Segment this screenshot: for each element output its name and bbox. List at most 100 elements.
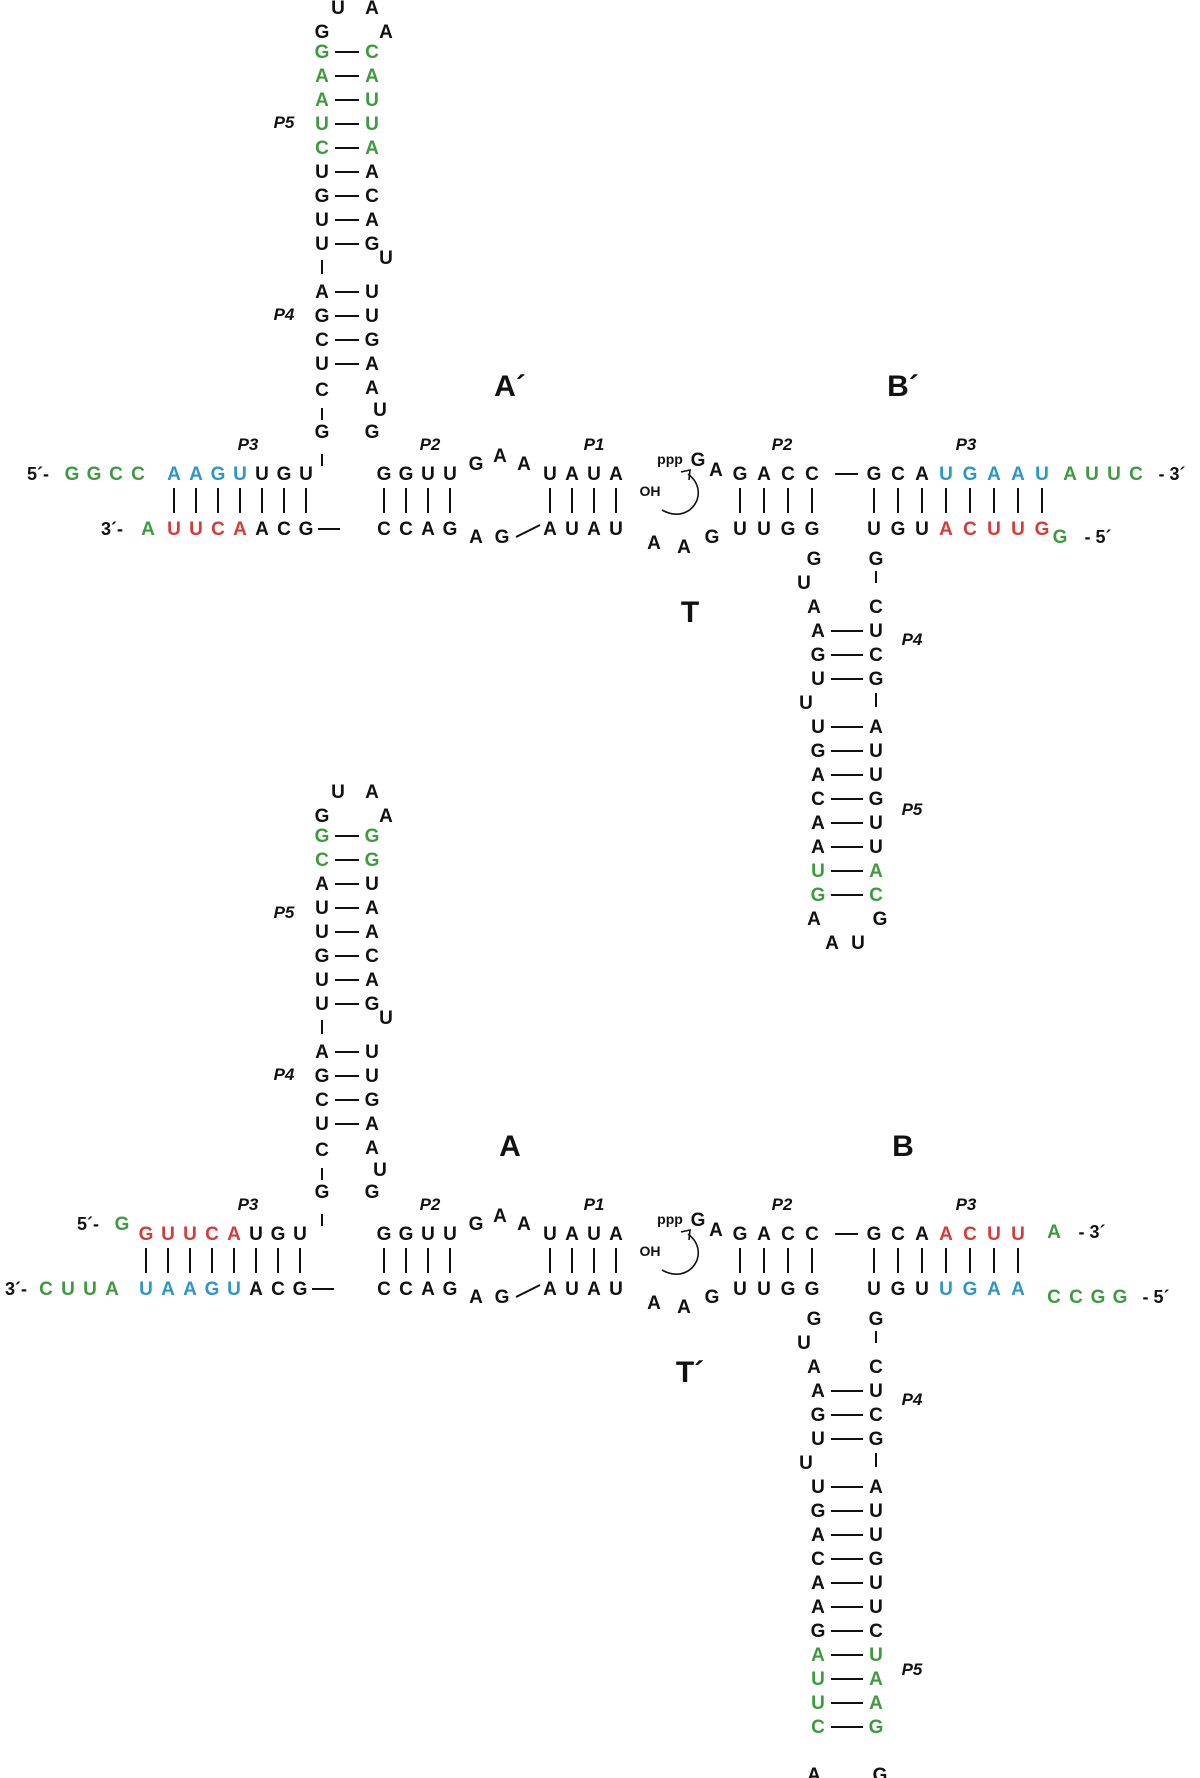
- nucleotide: U: [609, 519, 623, 540]
- nucleotide: G: [365, 330, 380, 351]
- attack-arrow: [661, 473, 699, 515]
- nucleotide: U: [797, 573, 811, 594]
- motif-label-p3: P3: [238, 435, 259, 454]
- motif-label-p2: P2: [420, 1195, 441, 1214]
- nucleotide: A: [365, 66, 379, 87]
- nucleotide: A: [315, 90, 329, 111]
- nucleotide: A: [565, 464, 579, 485]
- nucleotide: G: [365, 850, 380, 871]
- hydroxyl-label: OH: [640, 1243, 661, 1259]
- nucleotide: A: [543, 1279, 557, 1300]
- nucleotide: U: [811, 1429, 825, 1450]
- nucleotide: A: [609, 464, 623, 485]
- nucleotide: U: [811, 1693, 825, 1714]
- nucleotide: G: [365, 422, 380, 443]
- nucleotide: U: [299, 464, 313, 485]
- nucleotide: U: [1085, 464, 1099, 485]
- nucleotide: A: [365, 1138, 379, 1159]
- nucleotide: G: [869, 789, 884, 810]
- nucleotide: U: [939, 1279, 953, 1300]
- nucleotide: G: [691, 450, 706, 471]
- nucleotide: A: [105, 1279, 119, 1300]
- nucleotide: A: [493, 446, 507, 467]
- nucleotide: U: [869, 1573, 883, 1594]
- strand-label: A´: [494, 370, 526, 403]
- nucleotide: U: [811, 1477, 825, 1498]
- nucleotide: U: [233, 464, 247, 485]
- five-prime-end: - 5´: [1085, 527, 1112, 547]
- nucleotide: U: [987, 1224, 1001, 1245]
- nucleotide: C: [315, 330, 329, 351]
- five-prime-end: 5´-: [27, 464, 49, 484]
- nucleotide: G: [315, 22, 330, 43]
- nucleotide: G: [495, 527, 510, 548]
- nucleotide: G: [1091, 1287, 1106, 1308]
- nucleotide: U: [851, 933, 865, 954]
- nucleotide: G: [315, 826, 330, 847]
- complex-label: T´: [676, 1356, 704, 1389]
- nucleotide: C: [963, 1224, 977, 1245]
- nucleotide: U: [811, 861, 825, 882]
- nucleotide: G: [867, 1224, 882, 1245]
- arrow-head-icon: [680, 1228, 691, 1241]
- nucleotide: U: [227, 1279, 241, 1300]
- nucleotide: A: [365, 922, 379, 943]
- nucleotide: G: [315, 42, 330, 63]
- nucleotide: A: [543, 519, 557, 540]
- nucleotide: G: [495, 1287, 510, 1308]
- nucleotide: G: [869, 1717, 884, 1738]
- nucleotide: A: [677, 1297, 691, 1318]
- nucleotide: U: [83, 1279, 97, 1300]
- nucleotide: A: [609, 1224, 623, 1245]
- nucleotide: C: [963, 519, 977, 540]
- nucleotide: C: [1129, 464, 1143, 485]
- nucleotide: C: [811, 1717, 825, 1738]
- nucleotide: G: [873, 1765, 888, 1778]
- nucleotide: U: [799, 1453, 813, 1474]
- nucleotide: U: [379, 248, 393, 269]
- nucleotide: U: [733, 519, 747, 540]
- nucleotide: G: [805, 519, 820, 540]
- nucleotide: G: [781, 1279, 796, 1300]
- nucleotide: U: [867, 519, 881, 540]
- nucleotide: C: [869, 1621, 883, 1642]
- nucleotide: A: [365, 970, 379, 991]
- nucleotide: U: [869, 813, 883, 834]
- nucleotide: U: [315, 354, 329, 375]
- nucleotide: A: [365, 378, 379, 399]
- motif-label-p4: P4: [902, 630, 923, 649]
- nucleotide: G: [867, 464, 882, 485]
- nucleotide: U: [365, 90, 379, 111]
- nucleotide: U: [811, 669, 825, 690]
- motif-label-p5: P5: [274, 113, 295, 132]
- nucleotide: G: [891, 519, 906, 540]
- nucleotide: C: [377, 1279, 391, 1300]
- nucleotide: U: [869, 741, 883, 762]
- nucleotide: A: [869, 1693, 883, 1714]
- nucleotide: U: [869, 621, 883, 642]
- nucleotide: A: [315, 874, 329, 895]
- nucleotide: A: [315, 282, 329, 303]
- strand-label: A: [499, 1130, 521, 1163]
- motif-label-p2: P2: [772, 1195, 793, 1214]
- nucleotide: A: [167, 464, 181, 485]
- nucleotide: A: [807, 1765, 821, 1778]
- nucleotide: A: [807, 597, 821, 618]
- nucleotide: A: [255, 519, 269, 540]
- nucleotide: U: [1011, 1224, 1025, 1245]
- nucleotide: C: [869, 645, 883, 666]
- attack-arrow: [661, 1233, 699, 1275]
- nucleotide: U: [161, 1224, 175, 1245]
- nucleotide: G: [807, 549, 822, 570]
- motif-label-p2: P2: [420, 435, 441, 454]
- nucleotide: G: [869, 1309, 884, 1330]
- complex-label: T: [681, 596, 699, 629]
- nucleotide: C: [277, 519, 291, 540]
- nucleotide: G: [1035, 519, 1050, 540]
- nucleotide: U: [365, 1066, 379, 1087]
- nucleotide: U: [811, 1669, 825, 1690]
- nucleotide: G: [65, 464, 80, 485]
- nucleotide: C: [869, 885, 883, 906]
- nucleotide: A: [493, 1206, 507, 1227]
- nucleotide: A: [1063, 464, 1077, 485]
